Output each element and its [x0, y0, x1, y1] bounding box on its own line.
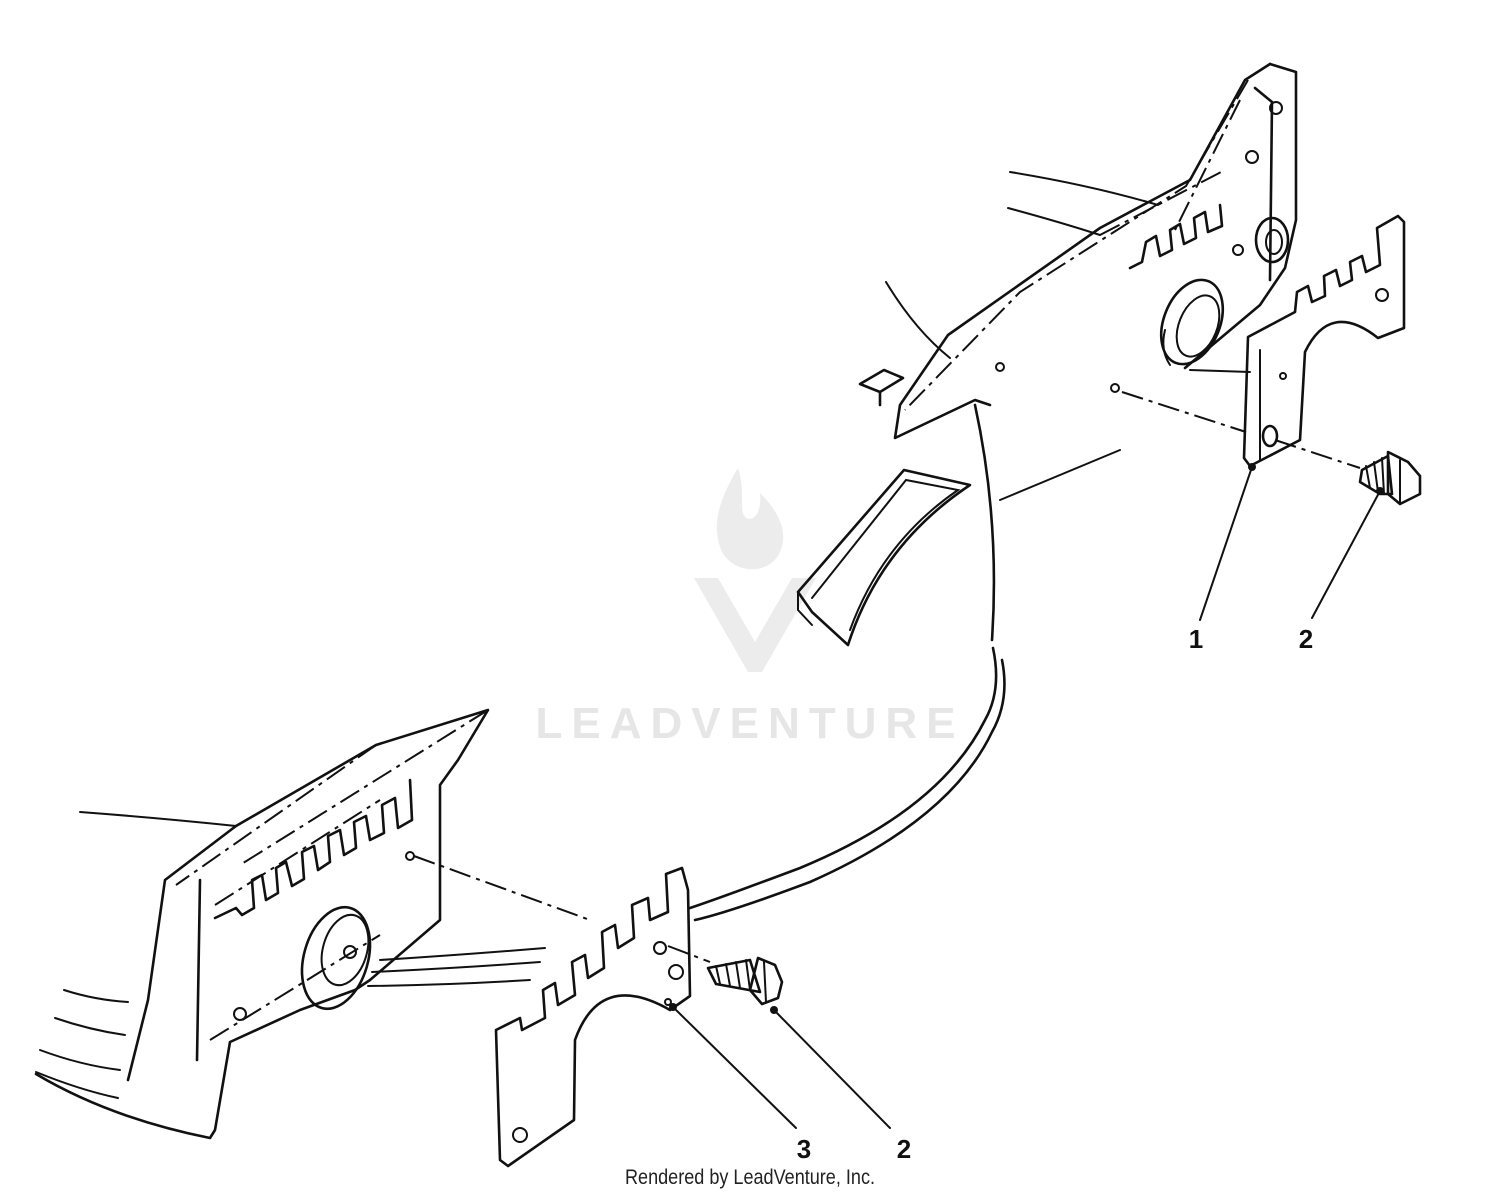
alignment-line-right: [1121, 391, 1247, 433]
render-credit: Rendered by LeadVenture, Inc.: [624, 1166, 876, 1189]
callout-leaders: [669, 463, 1384, 1129]
alignment-line-left-2: [667, 945, 711, 963]
mower-deck: [35, 171, 1159, 1099]
v-logo-icon: [694, 578, 816, 672]
alignment-line-left: [413, 855, 591, 921]
bolt-right: [1358, 450, 1422, 506]
left-frame-plate: [34, 708, 490, 1140]
flame-icon: [716, 468, 784, 570]
bolt-left: [706, 956, 784, 1006]
callout-1: 1: [1189, 624, 1203, 654]
height-adjust-plate-right: [1242, 214, 1406, 468]
callout-2-left: 2: [897, 1134, 911, 1164]
discharge-chute: [796, 468, 972, 647]
alignment-line-right-2: [1274, 439, 1361, 469]
leadventure-watermark: LEADVENTURE: [535, 468, 964, 748]
right-frame-plate: [893, 62, 1298, 440]
callout-2-right: 2: [1299, 624, 1313, 654]
watermark-brand: LEADVENTURE: [535, 699, 964, 748]
deck-tab: [858, 368, 905, 407]
callout-3: 3: [797, 1134, 811, 1164]
height-adjust-plate-left: [494, 866, 692, 1168]
